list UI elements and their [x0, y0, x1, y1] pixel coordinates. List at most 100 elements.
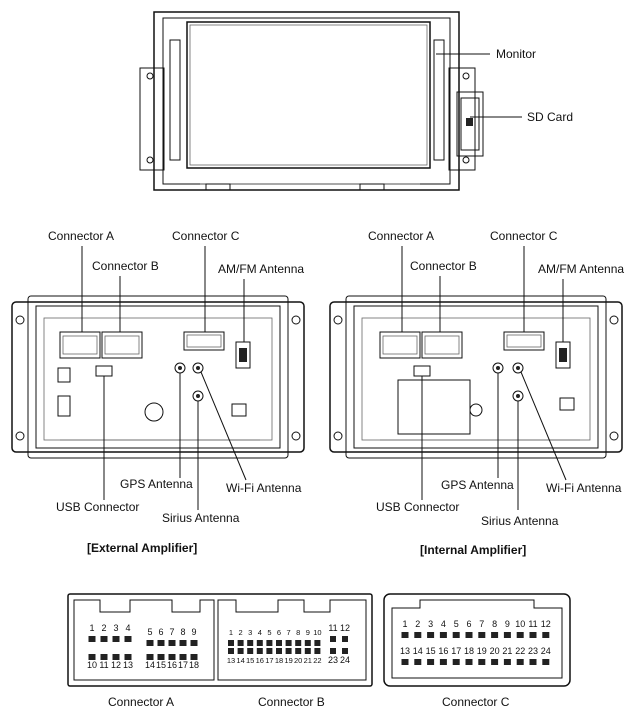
pin-number: 13 [227, 656, 235, 665]
int-am-fm-label: AM/FM Antenna [538, 262, 624, 276]
pin-terminal [190, 640, 198, 646]
pin-terminal [478, 632, 486, 638]
ext-wifi-socket [192, 362, 204, 374]
pin-terminal [100, 636, 108, 642]
pin-number: 8 [296, 628, 300, 637]
pin-number: 3 [113, 623, 118, 633]
ext-gps-label: GPS Antenna [120, 477, 193, 491]
connector-c-name: Connector C [442, 695, 510, 709]
pin-terminal [100, 654, 108, 660]
pin-number: 16 [167, 660, 177, 670]
pin-number: 1 [89, 623, 94, 633]
int-usb-socket [413, 365, 431, 377]
pin-number: 7 [287, 628, 291, 637]
pin-terminal [478, 659, 486, 665]
pin-number: 3 [428, 619, 433, 629]
ext-sirius-label: Sirius Antenna [162, 511, 240, 525]
pin-number: 11 [99, 660, 108, 670]
pin-terminal [124, 654, 132, 660]
pin-terminal [439, 659, 447, 665]
pin-number: 21 [502, 646, 512, 656]
pin-terminal [266, 648, 273, 654]
pin-number: 24 [541, 646, 551, 656]
connector-a-name: Connector A [108, 695, 174, 709]
pin-number: 10 [313, 628, 321, 637]
pin-number: 18 [464, 646, 474, 656]
ext-am-fm-label: AM/FM Antenna [218, 262, 304, 276]
pin-number: 17 [178, 660, 188, 670]
pin-terminal [330, 636, 336, 642]
connector-b-name: Connector B [258, 695, 325, 709]
pin-terminal [503, 632, 511, 638]
pin-number: 4 [258, 628, 262, 637]
ext-connector-c-socket [183, 331, 225, 351]
pin-number: 6 [277, 628, 281, 637]
connector-c-housing [383, 593, 571, 687]
pin-terminal [168, 654, 176, 660]
pin-number: 18 [275, 656, 283, 665]
pin-number: 12 [340, 623, 350, 633]
pin-terminal [179, 640, 187, 646]
pin-terminal [401, 659, 409, 665]
pin-terminal [304, 640, 311, 646]
pin-number: 20 [294, 656, 302, 665]
pin-number: 4 [441, 619, 446, 629]
pin-terminal [285, 648, 292, 654]
pin-number: 2 [101, 623, 106, 633]
external-amplifier-caption: [External Amplifier] [87, 541, 197, 555]
pin-number: 9 [306, 628, 310, 637]
pin-terminal [168, 640, 176, 646]
pin-terminal [124, 636, 132, 642]
pin-number: 10 [515, 619, 525, 629]
ext-connector-b-socket [101, 331, 143, 359]
pin-terminal [247, 640, 254, 646]
pin-terminal [414, 659, 422, 665]
sd-card-label: SD Card [527, 110, 573, 124]
pin-terminal [330, 648, 336, 654]
pin-terminal [157, 640, 165, 646]
pin-number: 8 [492, 619, 497, 629]
pin-terminal [427, 632, 435, 638]
internal-amp-rear-view [329, 295, 623, 459]
ext-connector-b-label: Connector B [92, 259, 159, 273]
pin-terminal [88, 654, 96, 660]
ext-am-fm-socket [235, 341, 251, 369]
pin-terminal [237, 640, 244, 646]
pin-terminal [88, 636, 96, 642]
pin-number: 11 [328, 623, 337, 633]
pin-terminal [401, 632, 409, 638]
ext-usb-label: USB Connector [56, 500, 139, 514]
pin-terminal [314, 648, 321, 654]
pin-terminal [342, 636, 348, 642]
pin-number: 5 [454, 619, 459, 629]
pin-terminal [314, 640, 321, 646]
pin-number: 19 [284, 656, 292, 665]
pin-number: 15 [426, 646, 436, 656]
external-amp-rear-view [11, 295, 305, 459]
pin-number: 20 [490, 646, 500, 656]
int-sirius-label: Sirius Antenna [481, 514, 559, 528]
pin-number: 2 [415, 619, 420, 629]
pin-number: 16 [256, 656, 264, 665]
pin-terminal [237, 648, 244, 654]
pin-terminal [190, 654, 198, 660]
pin-number: 1 [402, 619, 407, 629]
pin-terminal [228, 640, 234, 646]
pin-terminal [427, 659, 435, 665]
connector-ab-housing [67, 593, 373, 687]
internal-amplifier-caption: [Internal Amplifier] [420, 543, 526, 557]
pin-terminal [491, 659, 499, 665]
int-connector-a-socket [379, 331, 421, 359]
int-gps-label: GPS Antenna [441, 478, 514, 492]
pin-number: 13 [123, 660, 133, 670]
pin-terminal [529, 632, 537, 638]
pin-number: 11 [528, 619, 537, 629]
ext-connector-c-label: Connector C [172, 229, 240, 243]
pin-terminal [465, 632, 473, 638]
connector-c-face [391, 599, 563, 679]
pin-terminal [542, 632, 550, 638]
pin-terminal [256, 640, 263, 646]
pin-terminal [304, 648, 311, 654]
pin-number: 22 [515, 646, 525, 656]
